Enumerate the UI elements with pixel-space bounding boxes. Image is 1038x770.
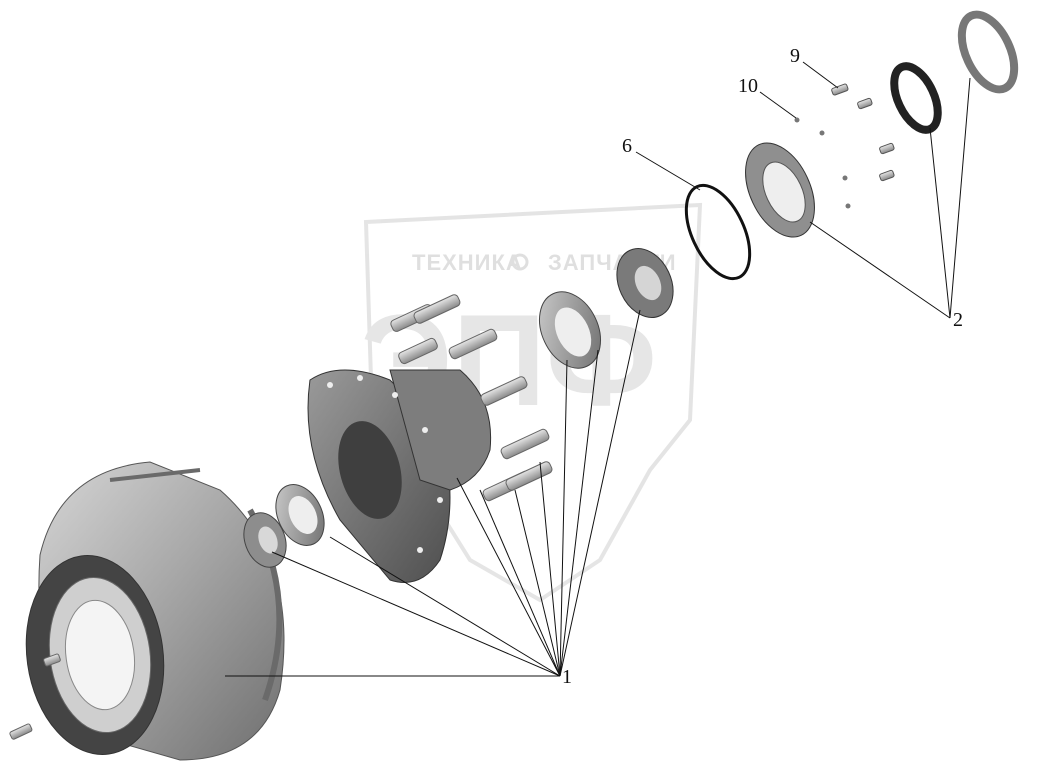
callout-label-2: 2: [953, 309, 963, 331]
watermark-left-text: ТЕХНИКА: [412, 250, 523, 275]
callout-label-1: 1: [562, 666, 572, 688]
leader-callout-9: [802, 61, 839, 89]
leaders-callout-2: [809, 77, 971, 319]
outer-ring: [957, 10, 1019, 94]
wheel-hub: [307, 369, 492, 583]
bearing-cup-inner: [539, 291, 601, 369]
gear-icon: [511, 253, 529, 271]
leader-callout-6: [635, 151, 701, 191]
washer: [794, 117, 800, 123]
leader-callout-10: [759, 91, 797, 119]
gasket: [684, 183, 752, 281]
bearing-cup-outer: [275, 484, 325, 546]
seal-ring: [890, 62, 942, 134]
callout-label-9: 9: [790, 45, 800, 67]
drum-screw: [9, 653, 61, 740]
cover-screws: [794, 83, 895, 209]
brake-drum: [25, 461, 285, 761]
bearing-cone-inner: [616, 248, 674, 318]
callout-label-6: 6: [622, 135, 632, 157]
wheel-studs: [390, 294, 553, 502]
seal-housing: [745, 142, 815, 238]
leaders-callout-1: [225, 309, 641, 677]
callout-label-10: 10: [738, 75, 758, 97]
